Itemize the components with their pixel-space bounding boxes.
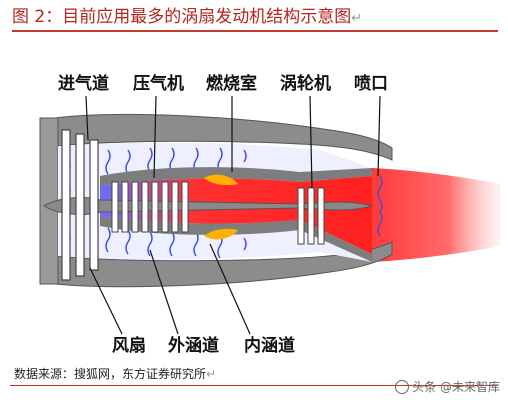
outer-casing [54, 113, 393, 161]
compressor-blades [111, 181, 189, 233]
figure-title-text: 图 2：目前应用最多的涡扇发动机结构示意图 [12, 7, 352, 27]
watermark-text: 头条 @未来智库 [412, 380, 500, 394]
core-casing-upper [100, 167, 372, 186]
title-return-mark: ↵ [351, 11, 363, 26]
exhaust-plume [372, 168, 500, 262]
turbine-blades [297, 187, 325, 245]
source-note: 数据来源：搜狐网，东方证券研究所↵ [14, 365, 216, 382]
figure-title: 图 2：目前应用最多的涡扇发动机结构示意图↵ [12, 6, 498, 32]
label-inlet: 进气道 [58, 74, 109, 94]
leader-lines [85, 95, 381, 335]
label-turbine: 涡轮机 [280, 74, 331, 94]
watermark: 头条 @未来智库 [395, 378, 500, 395]
label-fan: 风扇 [112, 336, 146, 356]
bottom-divider [10, 385, 498, 386]
label-combustor: 燃烧室 [206, 74, 257, 94]
watermark-logo-icon [395, 379, 410, 394]
fan-blades [61, 129, 99, 281]
source-text: 数据来源：搜狐网，东方证券研究所 [14, 367, 207, 381]
source-return-mark: ↵ [206, 367, 217, 381]
label-core-duct: 内涵道 [244, 336, 295, 356]
combustor-flame-top [204, 174, 238, 186]
label-bypass-duct: 外涵道 [168, 336, 219, 356]
outer-casing-lower [54, 241, 393, 288]
combustor-flame-bottom [204, 228, 238, 240]
label-compressor: 压气机 [133, 74, 184, 94]
label-nozzle: 喷口 [354, 74, 388, 94]
